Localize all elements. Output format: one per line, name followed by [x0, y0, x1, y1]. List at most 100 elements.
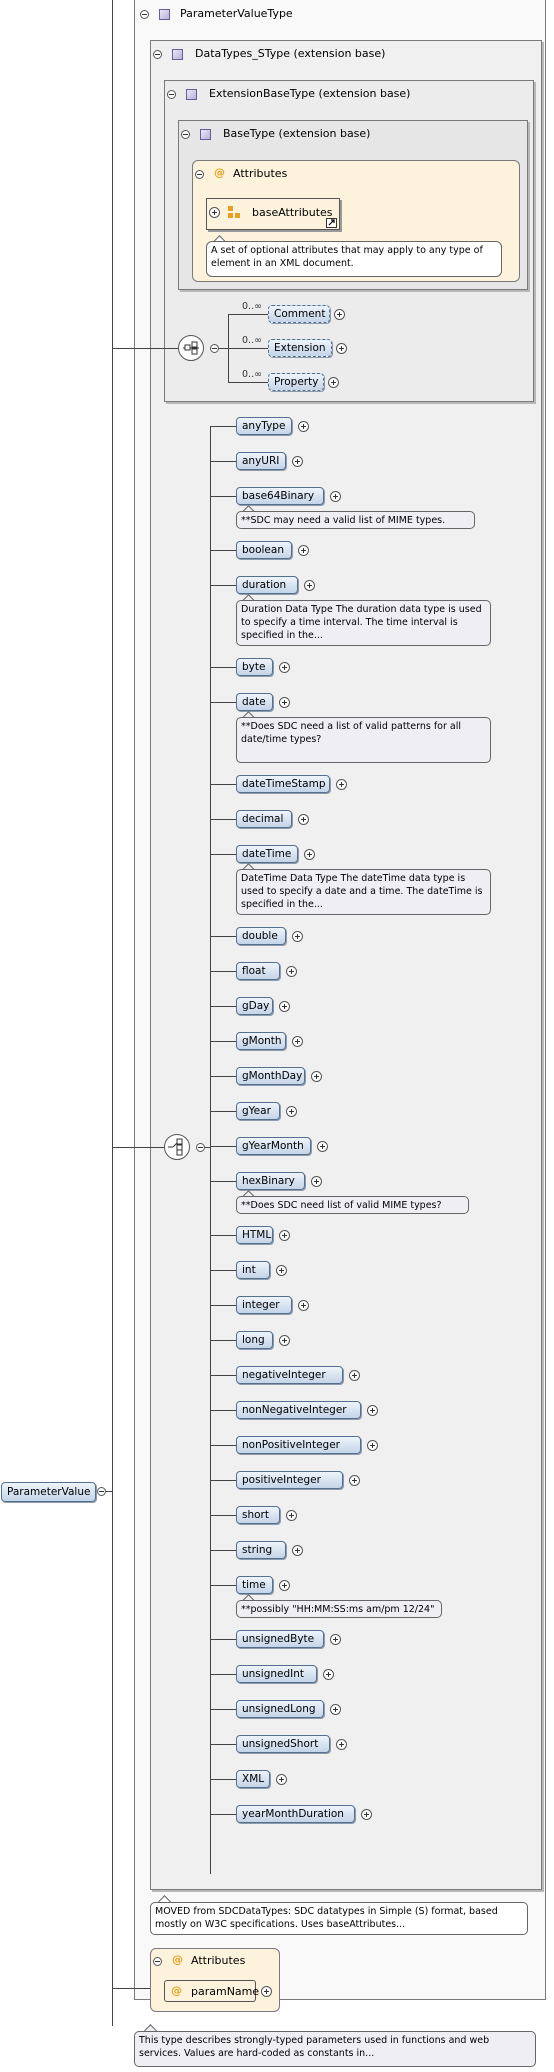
choice-element-unsignedint[interactable]: unsignedInt [236, 1665, 317, 1683]
expand-button[interactable] [279, 1580, 290, 1591]
choice-element-byte[interactable]: byte [236, 658, 273, 676]
choice-element-anyuri[interactable]: anyURI [236, 452, 286, 470]
choice-element-float[interactable]: float [236, 962, 280, 980]
expand-button[interactable] [330, 491, 341, 502]
expand-button[interactable] [334, 309, 345, 320]
root-collapse-toggle[interactable] [97, 1487, 106, 1496]
choice-element-gmonth[interactable]: gMonth [236, 1032, 286, 1050]
choice-collapse-toggle[interactable] [196, 1143, 205, 1152]
element-label: negativeInteger [242, 1369, 326, 1381]
expand-button[interactable] [286, 966, 297, 977]
choice-element-gday[interactable]: gDay [236, 997, 273, 1015]
expand-button[interactable] [292, 931, 303, 942]
expand-button[interactable] [311, 1071, 322, 1082]
expand-button[interactable] [292, 456, 303, 467]
expand-button[interactable] [286, 1106, 297, 1117]
attributes-collapse-toggle[interactable] [153, 1957, 162, 1966]
choice-element-datetimestamp[interactable]: dateTimeStamp [236, 775, 330, 793]
choice-compositor [164, 1134, 190, 1160]
choice-element-nonpositiveinteger[interactable]: nonPositiveInteger [236, 1436, 361, 1454]
expand-button[interactable] [304, 580, 315, 591]
expand-button[interactable] [279, 1230, 290, 1241]
basetype-collapse-toggle[interactable] [181, 130, 190, 139]
choice-element-long[interactable]: long [236, 1331, 273, 1349]
choice-element-date[interactable]: date [236, 693, 273, 711]
reference-link-icon[interactable] [326, 218, 337, 228]
sequence-element-comment[interactable]: Comment [268, 305, 330, 323]
expand-button[interactable] [292, 1545, 303, 1556]
expand-button[interactable] [276, 1774, 287, 1785]
choice-element-unsignedshort[interactable]: unsignedShort [236, 1735, 330, 1753]
choice-element-datetime[interactable]: dateTime [236, 845, 298, 863]
note-text: **Does SDC need a list of valid patterns… [241, 721, 462, 745]
expand-button[interactable] [279, 1001, 290, 1012]
choice-element-decimal[interactable]: decimal [236, 810, 292, 828]
parametervaluetype-collapse-toggle[interactable] [140, 10, 149, 19]
expand-button[interactable] [330, 1704, 341, 1715]
choice-element-boolean[interactable]: boolean [236, 541, 292, 559]
sequence-collapse-toggle[interactable] [210, 344, 219, 353]
choice-element-anytype[interactable]: anyType [236, 417, 292, 435]
choice-element-duration[interactable]: duration [236, 576, 298, 594]
expand-button[interactable] [349, 1370, 360, 1381]
choice-element-base64binary[interactable]: base64Binary [236, 487, 324, 505]
expand-button[interactable] [367, 1440, 378, 1451]
attributes-label: Attributes [191, 1954, 246, 1967]
choice-element-time[interactable]: time [236, 1576, 273, 1594]
basetype-attributes-label: Attributes [233, 167, 288, 180]
choice-element-integer[interactable]: integer [236, 1296, 292, 1314]
choice-element-gyear[interactable]: gYear [236, 1102, 280, 1120]
expand-button[interactable] [349, 1475, 360, 1486]
sequence-element-extension[interactable]: Extension [268, 339, 332, 357]
expand-button[interactable] [279, 662, 290, 673]
choice-element-hexbinary[interactable]: hexBinary [236, 1172, 305, 1190]
expand-button[interactable] [317, 1141, 328, 1152]
expand-button[interactable] [276, 1265, 287, 1276]
expand-button[interactable] [328, 377, 339, 388]
choice-element-yearmonthduration[interactable]: yearMonthDuration [236, 1805, 355, 1823]
element-label: int [242, 1264, 256, 1276]
choice-element-int[interactable]: int [236, 1261, 270, 1279]
choice-element-unsignedlong[interactable]: unsignedLong [236, 1700, 324, 1718]
choice-element-positiveinteger[interactable]: positiveInteger [236, 1471, 343, 1489]
expand-button[interactable] [298, 421, 309, 432]
datatypes-collapse-toggle[interactable] [153, 50, 162, 59]
extensionbasetype-collapse-toggle[interactable] [167, 90, 176, 99]
choice-element-string[interactable]: string [236, 1541, 286, 1559]
expand-button[interactable] [279, 1335, 290, 1346]
attribute-icon: @ [172, 1953, 183, 1966]
expand-button[interactable] [298, 545, 309, 556]
basetype-attributes-collapse-toggle[interactable] [195, 170, 204, 179]
choice-element-double[interactable]: double [236, 927, 286, 945]
expand-button[interactable] [336, 779, 347, 790]
expand-button[interactable] [304, 849, 315, 860]
element-label: anyType [242, 420, 286, 432]
expand-button[interactable] [330, 1634, 341, 1645]
choice-element-gyearmonth[interactable]: gYearMonth [236, 1137, 311, 1155]
sequence-element-property[interactable]: Property [268, 373, 324, 391]
expand-button[interactable] [279, 697, 290, 708]
paramname-attribute[interactable]: @ paramName [164, 1980, 259, 2002]
choice-element-gmonthday[interactable]: gMonthDay [236, 1067, 305, 1085]
expand-button[interactable] [298, 1300, 309, 1311]
paramname-expand-button[interactable] [261, 1986, 272, 1997]
expand-button[interactable] [336, 343, 347, 354]
expand-button[interactable] [336, 1739, 347, 1750]
expand-button[interactable] [292, 1036, 303, 1047]
baseattributes-expand-button[interactable] [209, 207, 220, 218]
element-label: nonPositiveInteger [242, 1439, 340, 1451]
expand-button[interactable] [298, 814, 309, 825]
choice-element-unsignedbyte[interactable]: unsignedByte [236, 1630, 324, 1648]
root-element[interactable]: ParameterValue [1, 1482, 97, 1502]
choice-element-xml[interactable]: XML [236, 1770, 270, 1788]
expand-button[interactable] [367, 1405, 378, 1416]
choice-element-nonnegativeinteger[interactable]: nonNegativeInteger [236, 1401, 361, 1419]
expand-button[interactable] [361, 1809, 372, 1820]
expand-button[interactable] [286, 1510, 297, 1521]
choice-element-short[interactable]: short [236, 1506, 280, 1524]
element-label: HTML [242, 1229, 272, 1241]
expand-button[interactable] [311, 1176, 322, 1187]
expand-button[interactable] [323, 1669, 334, 1680]
choice-element-negativeinteger[interactable]: negativeInteger [236, 1366, 343, 1384]
choice-element-html[interactable]: HTML [236, 1226, 273, 1244]
